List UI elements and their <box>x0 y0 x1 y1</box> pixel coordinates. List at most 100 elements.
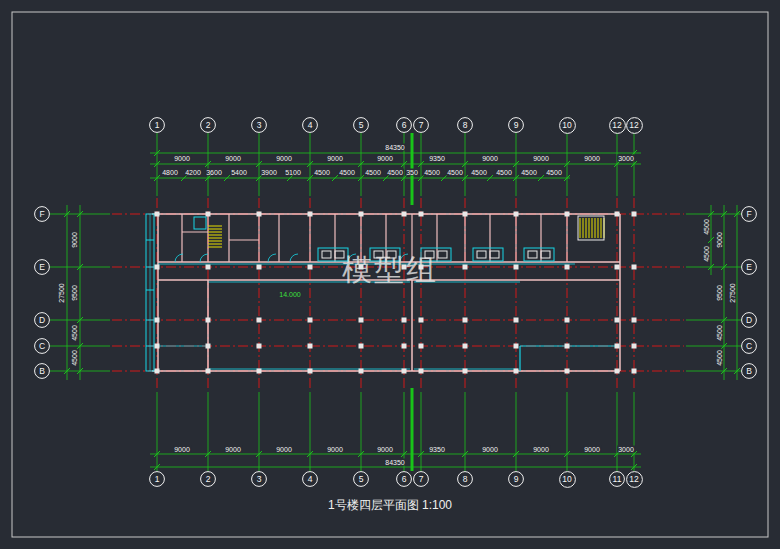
partition-wall <box>566 214 567 262</box>
dimension-tick <box>77 368 83 374</box>
wall <box>152 370 620 372</box>
column <box>565 212 569 216</box>
column <box>206 369 210 373</box>
axis-line <box>465 198 466 388</box>
dimension-tick <box>77 211 83 217</box>
dimension-text: 4500 <box>386 169 404 176</box>
column <box>463 344 467 348</box>
column <box>155 344 159 348</box>
dimension-text: 4500 <box>520 169 538 176</box>
column <box>565 318 569 322</box>
toilet-fixture <box>541 251 550 258</box>
column <box>615 344 619 348</box>
axis-bubble: C <box>34 338 50 354</box>
partition-wall <box>411 280 413 371</box>
dimension-text: 4500 <box>716 349 723 367</box>
column <box>206 344 210 348</box>
stair-tread <box>580 218 581 238</box>
dimension-tick <box>538 175 544 181</box>
extension-line <box>634 392 635 471</box>
axis-number: 10 <box>559 471 576 488</box>
axis-number: 3 <box>251 117 267 133</box>
column <box>155 369 159 373</box>
column <box>257 212 261 216</box>
bubble-circle <box>303 472 318 487</box>
column <box>359 212 363 216</box>
axis-number: 9 <box>508 117 524 133</box>
column <box>402 212 406 216</box>
dimension-tick <box>708 237 714 243</box>
axis-line <box>112 371 684 372</box>
dimension-text: 9000 <box>532 155 550 162</box>
dimension-tick <box>513 161 519 167</box>
stair-tread <box>208 241 222 242</box>
dimension-tick <box>332 175 338 181</box>
extension-line <box>617 392 618 471</box>
dimension-tick <box>564 161 570 167</box>
dimension-tick <box>401 175 407 181</box>
stair-tread <box>601 218 602 238</box>
dimension-tick <box>401 161 407 167</box>
bubble-circle <box>397 118 412 133</box>
axis-bubble: B <box>741 363 757 379</box>
column <box>514 265 518 269</box>
axis-bubble: E <box>34 259 50 275</box>
extension-line <box>361 392 362 471</box>
axis-bubble: 12 <box>609 117 626 134</box>
dimension-text: 9000 <box>71 231 78 249</box>
axis-number: 2 <box>200 471 216 487</box>
partition-wall <box>182 232 208 233</box>
dimension-text: 9000 <box>275 446 293 453</box>
dimension-text: 350 <box>405 169 419 176</box>
dimension-text: 84350 <box>384 459 405 466</box>
column <box>463 265 467 269</box>
dimension-text: 9000 <box>376 155 394 162</box>
axis-number: F <box>34 206 50 222</box>
axis-bubble: 5 <box>353 471 369 487</box>
dimension-tick <box>154 464 160 470</box>
column <box>615 318 619 322</box>
column <box>308 369 312 373</box>
dimension-text: 9000 <box>326 155 344 162</box>
axis-number: 2 <box>200 117 216 133</box>
dimension-text: 3000 <box>617 155 635 162</box>
axis-number: 6 <box>396 117 412 133</box>
bubble-circle <box>35 339 50 354</box>
axis-number: 3 <box>251 471 267 487</box>
axis-number: C <box>34 338 50 354</box>
column <box>402 344 406 348</box>
axis-line <box>634 198 635 388</box>
dimension-tick <box>513 451 519 457</box>
axis-bubble: 5 <box>353 117 369 133</box>
column <box>565 265 569 269</box>
extension-line <box>421 392 422 471</box>
bubble-circle <box>354 472 369 487</box>
axis-bubble: B <box>34 363 50 379</box>
dimension-tick <box>418 175 424 181</box>
bubble-circle <box>626 117 642 133</box>
dimension-tick <box>708 264 714 270</box>
axis-number: E <box>741 259 757 275</box>
axis-line <box>259 198 260 388</box>
dimension-text: 3900 <box>260 169 278 176</box>
axis-line <box>112 320 684 321</box>
dimension-tick <box>631 161 637 167</box>
column <box>419 318 423 322</box>
column <box>514 369 518 373</box>
dimension-tick <box>154 451 160 457</box>
axis-line <box>404 198 405 388</box>
partition-wall <box>309 214 310 262</box>
bubble-circle <box>150 472 165 487</box>
partition-wall <box>228 214 229 262</box>
axis-number: D <box>741 312 757 328</box>
extension-line <box>686 214 741 215</box>
axis-number: 9 <box>508 471 524 487</box>
dimension-tick <box>418 451 424 457</box>
stair-tread <box>208 226 222 227</box>
dimension-tick <box>614 161 620 167</box>
column <box>615 265 619 269</box>
dimension-tick <box>721 317 727 323</box>
dimension-line <box>724 205 725 380</box>
dimension-tick <box>564 175 570 181</box>
axis-bubble: 12 <box>626 117 643 134</box>
